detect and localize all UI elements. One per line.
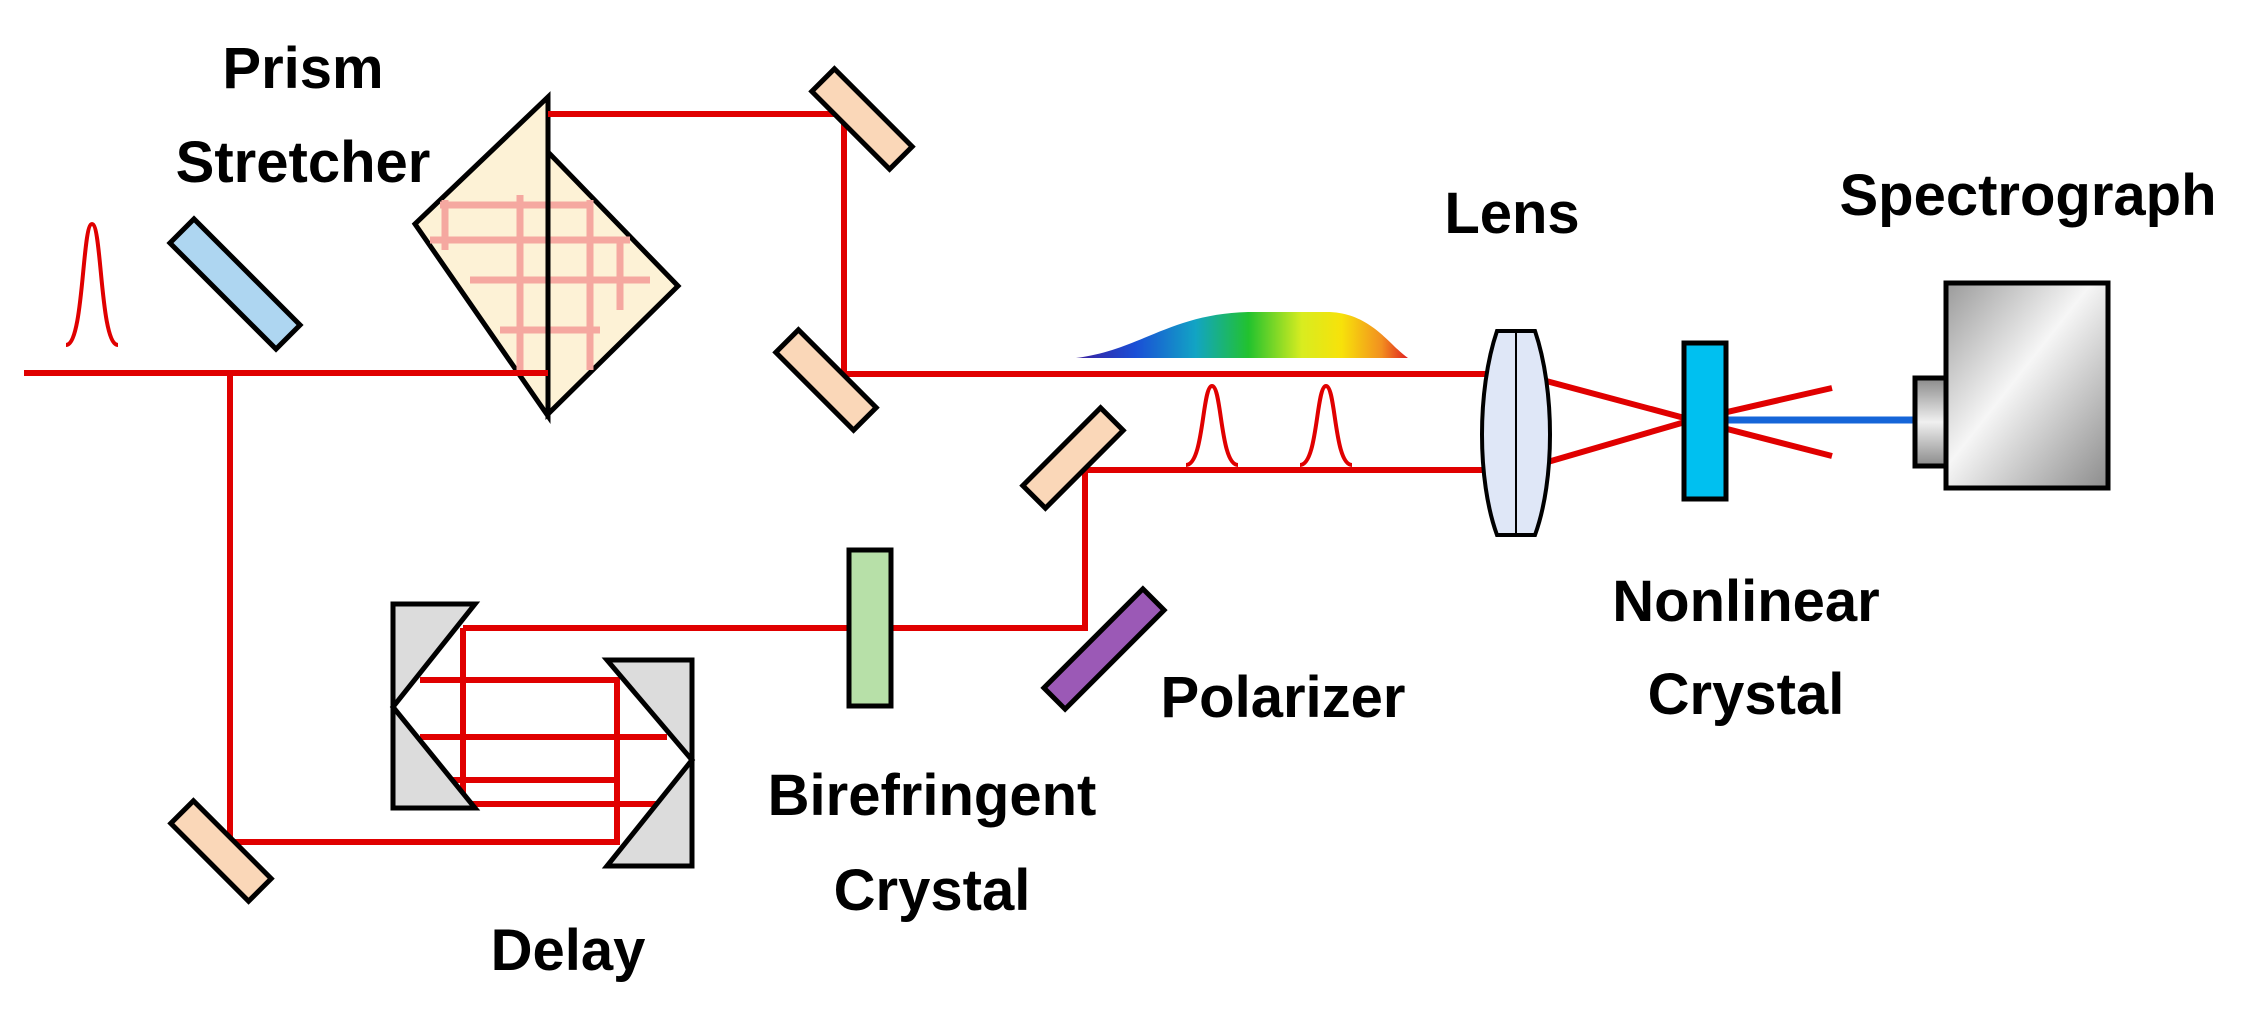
label-nonlinear: Nonlinear	[1612, 569, 1880, 634]
crystal-icon	[846, 547, 894, 709]
label-prism: Prism	[222, 36, 383, 101]
retroreflector-icon	[389, 601, 481, 811]
label-delay: Delay	[491, 918, 646, 983]
label-birefringent-crystal: Crystal	[834, 858, 1031, 923]
pulse-icon	[1299, 383, 1353, 467]
mirror-icon	[1019, 404, 1127, 512]
labels: Prism Stretcher Lens Spectrograph Nonlin…	[176, 36, 2217, 983]
label-stretcher: Stretcher	[176, 130, 431, 195]
mirror-icon	[808, 65, 916, 173]
spectrograph-icon	[1943, 280, 2111, 491]
prism-stretcher	[411, 91, 682, 424]
crystal-icon	[1681, 340, 1729, 502]
label-spectrograph: Spectrograph	[1839, 163, 2216, 228]
retroreflector-right	[601, 657, 696, 869]
beamsplitter-icon	[166, 215, 304, 353]
label-lens: Lens	[1444, 181, 1579, 246]
label-birefringent: Birefringent	[768, 763, 1097, 828]
label-nonlinear-crystal: Crystal	[1648, 662, 1845, 727]
mirror-icon	[167, 797, 275, 905]
prism-icon	[411, 91, 551, 424]
spectrum-icon	[1076, 312, 1408, 358]
spectrograph	[1912, 280, 2111, 491]
mirror-icon	[772, 326, 880, 434]
retroreflector-left	[389, 601, 481, 811]
pulse-icon	[65, 221, 119, 347]
pulse-icon	[1185, 383, 1239, 467]
polarizer-icon	[1040, 585, 1168, 713]
retroreflector-icon	[601, 657, 696, 869]
label-polarizer: Polarizer	[1161, 665, 1406, 730]
